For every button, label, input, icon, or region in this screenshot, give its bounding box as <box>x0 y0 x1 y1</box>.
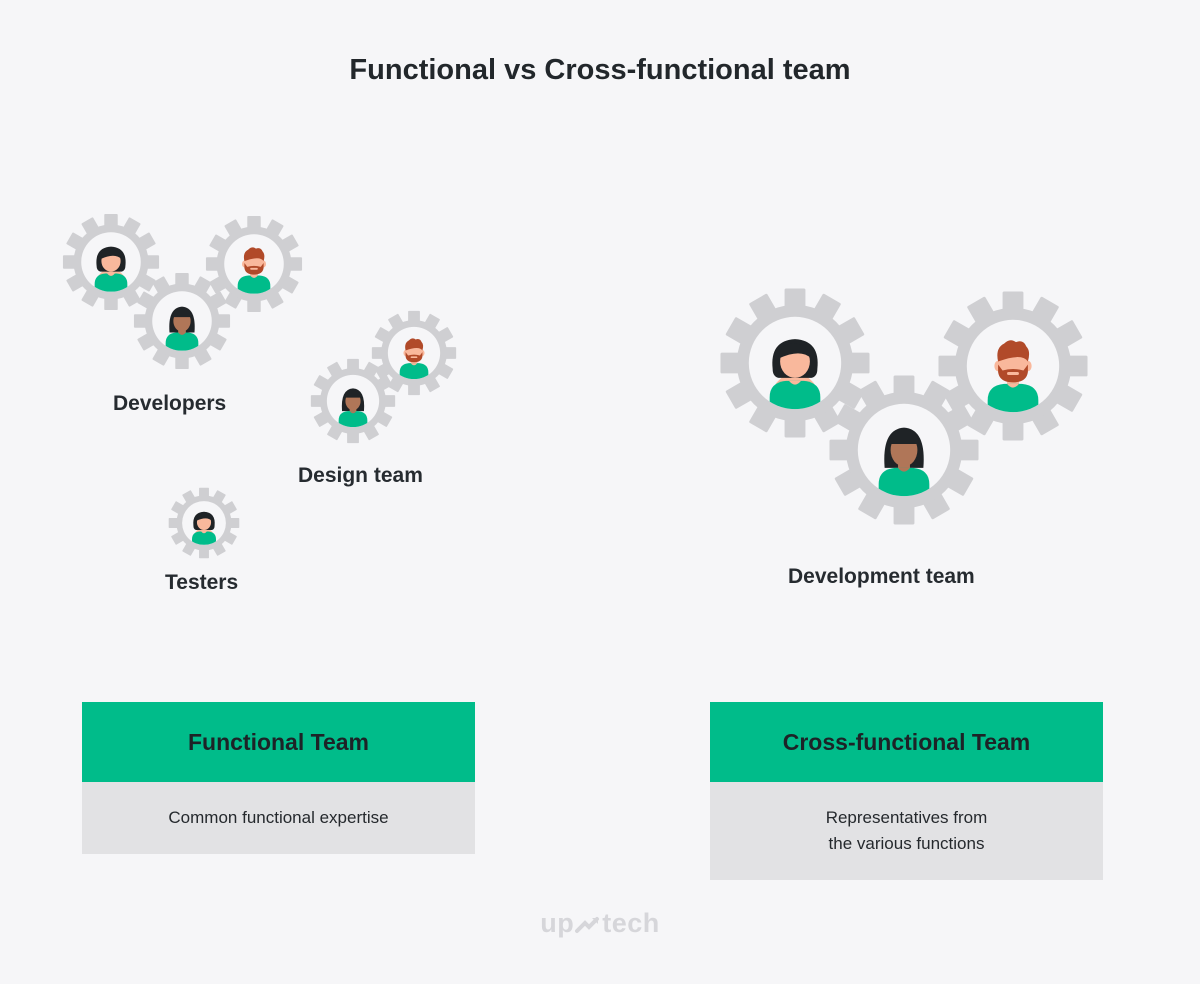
testers-label: Testers <box>165 571 239 594</box>
development-team-label: Development team <box>788 565 975 588</box>
dev-team-woman-dark-gear-icon <box>829 375 979 525</box>
cross-desc-line-1: Representatives from <box>825 808 988 827</box>
logo-text-up: up <box>540 908 575 938</box>
designer-woman-gear-icon <box>310 358 396 444</box>
tester-woman-gear-icon <box>168 487 240 559</box>
arrow-icon <box>575 916 600 933</box>
developers-label: Developers <box>113 392 227 415</box>
design-team-label: Design team <box>298 464 423 487</box>
developer-woman-dark-gear-icon <box>133 272 231 370</box>
cross-functional-team-card: Cross-functional Team Representatives fr… <box>710 702 1103 880</box>
diagram-title: Functional vs Cross-functional team <box>349 54 851 86</box>
cross-functional-team-title: Cross-functional Team <box>710 702 1103 782</box>
functional-team-title: Functional Team <box>82 702 475 782</box>
functional-team-description: Common functional expertise <box>82 782 475 854</box>
cross-desc-line-2: the various functions <box>828 834 985 853</box>
logo-text-tech: tech <box>602 908 660 938</box>
cross-functional-team-description: Representatives from the various functio… <box>710 782 1103 880</box>
functional-team-card: Functional Team Common functional expert… <box>82 702 475 854</box>
